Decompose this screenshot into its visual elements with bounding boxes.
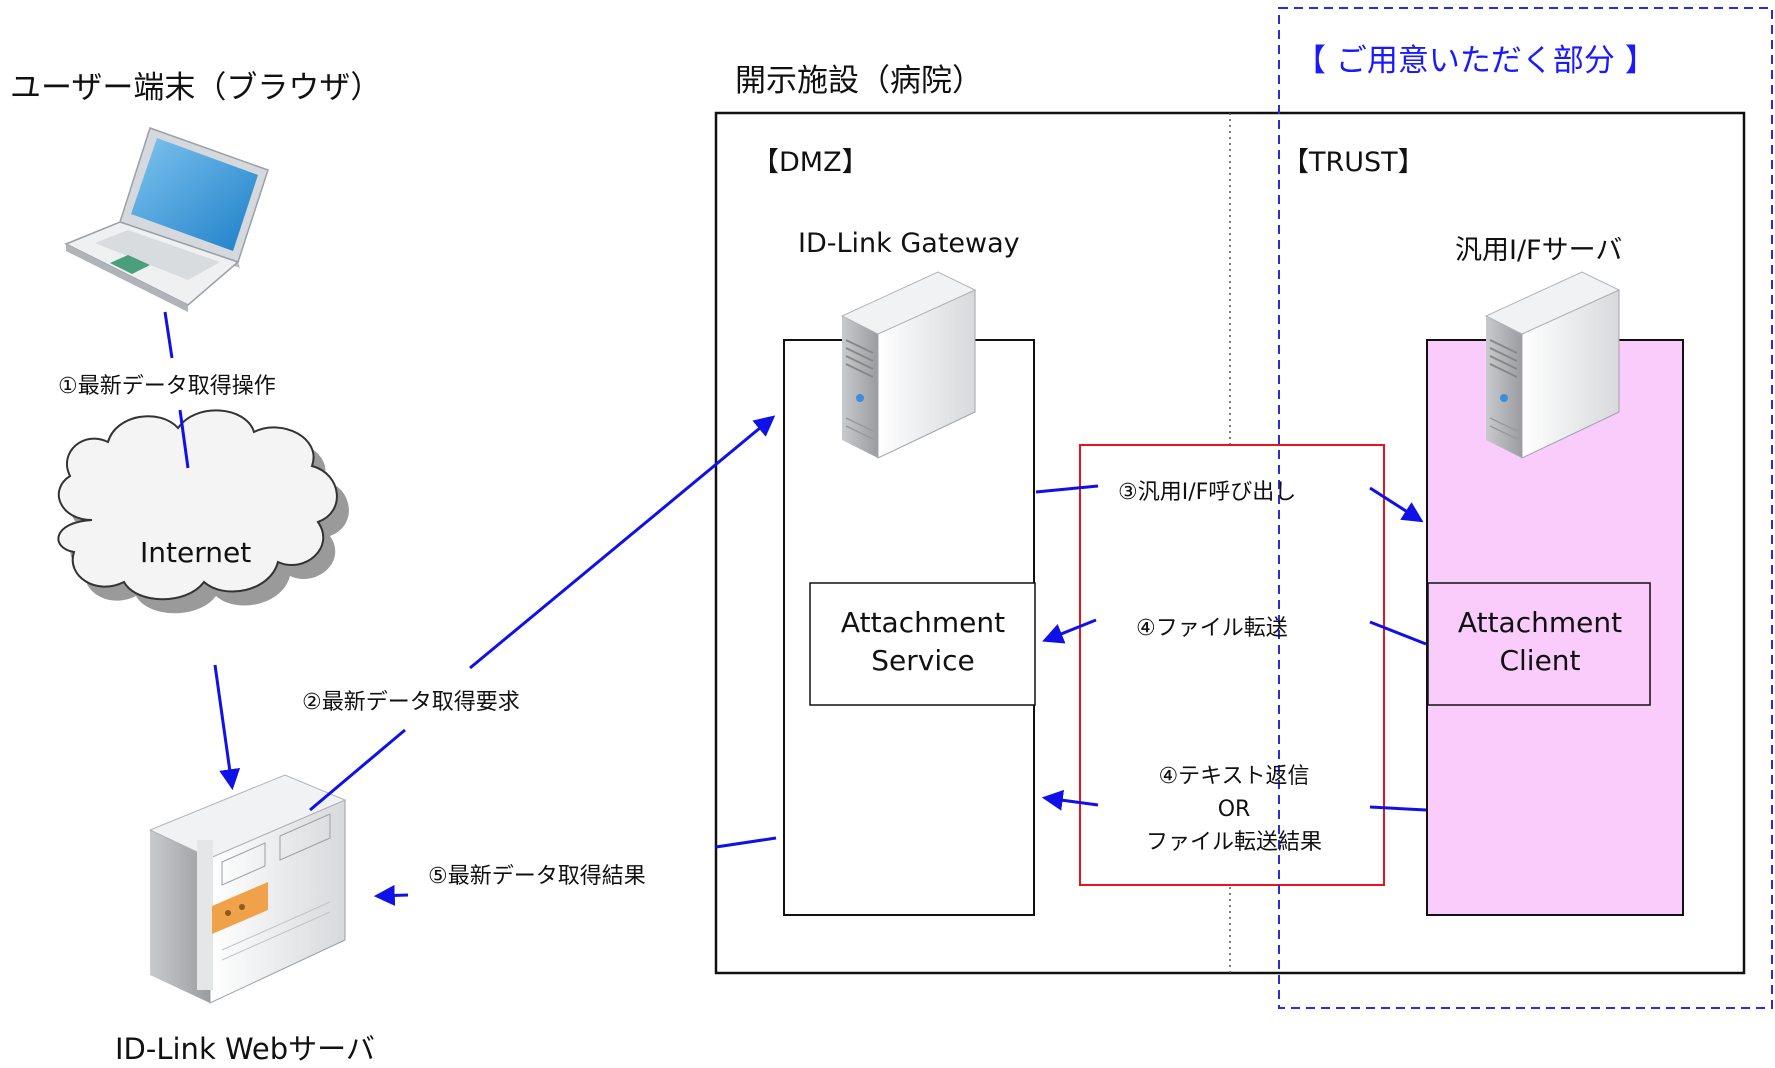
interface-highlight-box (1079, 444, 1385, 886)
link-step4a-right (1369, 620, 1427, 646)
web-server-label: ID-Link Webサーバ (115, 1032, 375, 1066)
attachment-client-line2: Client (1499, 644, 1581, 677)
step4b-line1: ④テキスト返信 (1158, 764, 1310, 789)
step5-label: ⑤最新データ取得結果 (428, 864, 646, 889)
customer-region (1278, 7, 1773, 1009)
attachment-client-label: Attachment Client (1430, 604, 1650, 680)
web-server-icon (148, 774, 347, 1004)
gateway-server-icon (840, 271, 977, 459)
step4a-label: ④ファイル転送 (1136, 616, 1288, 641)
arrow-step3 (1369, 486, 1424, 523)
if-server-icon (1484, 271, 1621, 459)
user-terminal-title: ユーザー端末（ブラウザ） (10, 70, 382, 106)
step4b-line2: OR (1217, 797, 1251, 822)
link-laptop-step1 (163, 311, 174, 359)
arrow-step5 (373, 884, 409, 906)
cloud-icon (57, 409, 349, 614)
dmz-label: 【DMZ】 (752, 147, 869, 178)
step1-label: ①最新データ取得操作 (58, 374, 276, 399)
link-step5 (715, 836, 777, 849)
link-step3-left (1035, 484, 1099, 494)
facility-title: 開示施設（病院） (735, 63, 983, 99)
link-step1-cloud (178, 409, 190, 469)
if-server-title: 汎用I/Fサーバ (1455, 235, 1623, 266)
step4b-label: ④テキスト返信 OR ファイル転送結果 (1104, 760, 1364, 859)
customer-part-title: 【 ご用意いただく部分 】 (1295, 43, 1656, 79)
attachment-client-box (1427, 582, 1651, 706)
trust-label: 【TRUST】 (1282, 147, 1425, 178)
arrow-step2-upper (469, 415, 776, 670)
attachment-service-box (809, 582, 1036, 706)
attachment-service-line2: Service (871, 644, 975, 677)
arrow-step4b (1041, 789, 1099, 811)
arrow-step2-lower (309, 728, 406, 812)
attachment-service-line1: Attachment (840, 606, 1006, 639)
laptop-icon (64, 127, 269, 312)
step2-label: ②最新データ取得要求 (302, 690, 520, 715)
arrow-step4a (1042, 618, 1097, 644)
attachment-client-line1: Attachment (1457, 606, 1623, 639)
step4b-line3: ファイル転送結果 (1145, 830, 1322, 855)
gateway-title: ID-Link Gateway (798, 228, 1020, 259)
arrow-cloud-webserver (213, 664, 241, 791)
internet-label: Internet (140, 536, 252, 569)
link-step4b-right (1369, 805, 1427, 812)
step3-label: ③汎用I/F呼び出し (1118, 480, 1297, 505)
attachment-service-label: Attachment Service (812, 604, 1034, 680)
